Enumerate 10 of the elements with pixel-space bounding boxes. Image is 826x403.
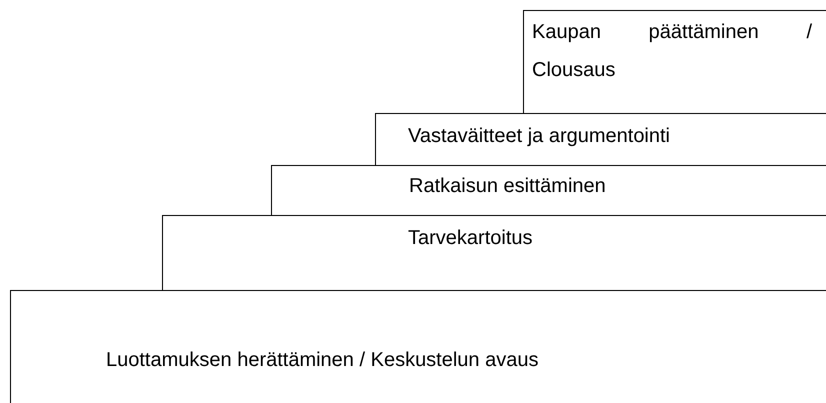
step-label: Kaupan päättäminen / Clousaus bbox=[532, 20, 812, 83]
step-box bbox=[10, 290, 826, 403]
step-box bbox=[523, 10, 826, 114]
step-label: Luottamuksen herättäminen / Keskustelun avaus bbox=[106, 348, 538, 372]
step-label: Ratkaisun esittäminen bbox=[409, 174, 606, 198]
step-box bbox=[375, 113, 826, 166]
step-box bbox=[271, 165, 826, 216]
step-label: Vastaväitteet ja argumentointi bbox=[408, 124, 670, 148]
step-box bbox=[162, 215, 826, 291]
step-label: Tarvekartoitus bbox=[408, 226, 532, 250]
